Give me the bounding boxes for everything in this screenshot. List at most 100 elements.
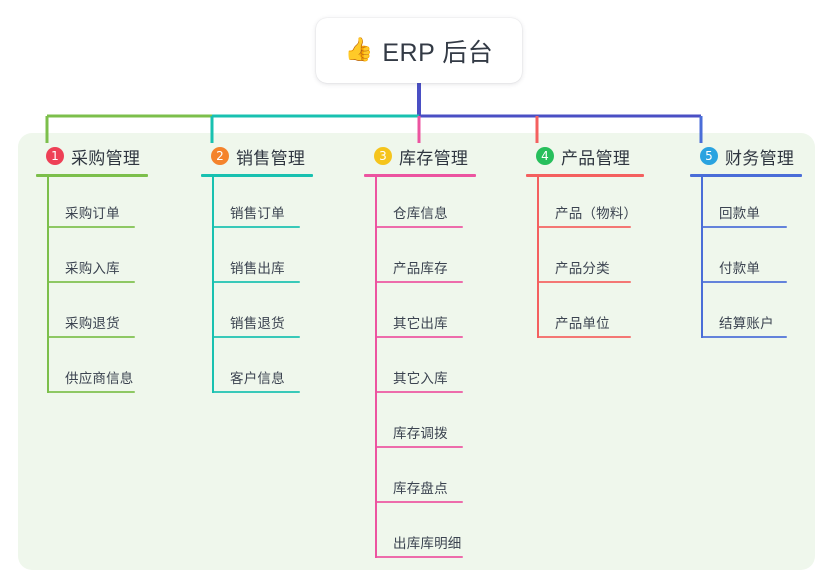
branch-child-item[interactable]: 供应商信息	[36, 342, 148, 397]
branch-underline	[201, 174, 313, 177]
branch-child-item[interactable]: 产品库存	[364, 232, 476, 287]
branch-child-label: 产品分类	[555, 261, 610, 276]
branch-child-label: 出库库明细	[393, 536, 462, 551]
branch-trunk-line	[375, 177, 377, 558]
branch-title: 采购管理	[71, 148, 141, 168]
branch-children: 销售订单销售出库销售退货客户信息	[201, 177, 313, 397]
branch-child-label: 产品（物料）	[555, 206, 638, 221]
branch-child-label: 销售订单	[230, 206, 285, 221]
branch-child-item[interactable]: 其它出库	[364, 287, 476, 342]
branch-trunk-line	[47, 177, 49, 393]
branch-child-underline	[47, 336, 135, 338]
branch-children: 产品（物料） 产品分类产品单位	[526, 177, 644, 342]
branch-child-label: 库存调拨	[393, 426, 448, 441]
branch-child-label: 付款单	[719, 261, 761, 276]
branch-child-underline	[701, 336, 787, 338]
branch-child-underline	[212, 336, 300, 338]
branch-child-item[interactable]: 回款单	[690, 177, 802, 232]
root-node-content: 👍 ERP 后台	[345, 33, 494, 69]
branch-child-label: 采购订单	[65, 206, 120, 221]
branch-child-underline	[701, 226, 787, 228]
branch-child-item[interactable]: 客户信息	[201, 342, 313, 397]
branch-child-underline	[375, 446, 463, 448]
branch-column: 5 财务管理回款单付款单结算账户	[690, 142, 802, 342]
branch-child-item[interactable]: 采购退货	[36, 287, 148, 342]
branch-number-badge: 5	[700, 147, 718, 165]
branch-child-underline	[212, 281, 300, 283]
branch-column: 2 销售管理销售订单销售出库销售退货客户信息	[201, 142, 313, 397]
branch-child-item[interactable]: 库存盘点	[364, 452, 476, 507]
branch-column: 1 采购管理采购订单采购入库采购退货供应商信息	[36, 142, 148, 397]
branch-child-label: 仓库信息	[393, 206, 448, 221]
branch-child-underline	[47, 391, 135, 393]
branch-title: 财务管理	[725, 148, 795, 168]
branch-child-underline	[212, 391, 300, 393]
branch-child-label: 采购退货	[65, 316, 120, 331]
branch-child-underline	[375, 226, 463, 228]
branch-number-badge: 2	[211, 147, 229, 165]
branch-child-label: 销售退货	[230, 316, 285, 331]
branch-child-item[interactable]: 库存调拨	[364, 397, 476, 452]
branch-child-label: 其它入库	[393, 371, 448, 386]
branch-child-label: 其它出库	[393, 316, 448, 331]
branch-child-underline	[375, 556, 463, 558]
branch-children: 仓库信息产品库存其它出库其它入库库存调拨库存盘点出库库明细	[364, 177, 476, 562]
branch-child-label: 回款单	[719, 206, 761, 221]
branch-trunk-line	[701, 177, 703, 338]
branch-header[interactable]: 1 采购管理	[36, 142, 148, 170]
branch-underline	[526, 174, 644, 177]
branch-child-item[interactable]: 采购订单	[36, 177, 148, 232]
branch-child-item[interactable]: 产品（物料）	[526, 177, 644, 232]
branch-child-item[interactable]: 销售退货	[201, 287, 313, 342]
branch-child-underline	[375, 391, 463, 393]
branch-column: 4 产品管理产品（物料） 产品分类产品单位	[526, 142, 644, 342]
branch-child-item[interactable]: 销售订单	[201, 177, 313, 232]
branch-number-badge: 3	[374, 147, 392, 165]
branch-child-label: 产品库存	[393, 261, 448, 276]
branch-underline	[690, 174, 802, 177]
branch-child-item[interactable]: 采购入库	[36, 232, 148, 287]
branch-child-underline	[375, 336, 463, 338]
branch-child-item[interactable]: 仓库信息	[364, 177, 476, 232]
branch-number-badge: 1	[46, 147, 64, 165]
branch-child-item[interactable]: 出库库明细	[364, 507, 476, 562]
branch-column: 3 库存管理仓库信息产品库存其它出库其它入库库存调拨库存盘点出库库明细	[364, 142, 476, 562]
branch-title: 产品管理	[561, 148, 631, 168]
root-node[interactable]: 👍 ERP 后台	[316, 18, 522, 83]
branch-child-underline	[537, 281, 631, 283]
branch-children: 回款单付款单结算账户	[690, 177, 802, 342]
branch-child-underline	[47, 226, 135, 228]
branch-child-underline	[537, 226, 631, 228]
branch-child-underline	[212, 226, 300, 228]
branch-trunk-line	[537, 177, 539, 338]
branch-underline	[36, 174, 148, 177]
thumbs-up-icon: 👍	[344, 37, 374, 63]
branch-number-badge: 4	[536, 147, 554, 165]
branches-panel	[18, 133, 815, 570]
branch-child-item[interactable]: 产品单位	[526, 287, 644, 342]
branch-header[interactable]: 3 库存管理	[364, 142, 476, 170]
branch-header[interactable]: 5 财务管理	[690, 142, 802, 170]
branch-child-item[interactable]: 其它入库	[364, 342, 476, 397]
branch-header[interactable]: 4 产品管理	[526, 142, 644, 170]
branch-title: 库存管理	[399, 148, 469, 168]
branch-child-label: 销售出库	[230, 261, 285, 276]
branch-title: 销售管理	[236, 148, 306, 168]
branch-children: 采购订单采购入库采购退货供应商信息	[36, 177, 148, 397]
branch-child-underline	[375, 281, 463, 283]
branch-header[interactable]: 2 销售管理	[201, 142, 313, 170]
branch-child-item[interactable]: 销售出库	[201, 232, 313, 287]
branch-child-underline	[537, 336, 631, 338]
branch-child-item[interactable]: 付款单	[690, 232, 802, 287]
branch-child-label: 采购入库	[65, 261, 120, 276]
branch-child-underline	[375, 501, 463, 503]
branch-child-label: 结算账户	[719, 316, 774, 331]
branch-child-label: 供应商信息	[65, 371, 134, 386]
branch-child-label: 客户信息	[230, 371, 285, 386]
root-node-label: ERP 后台	[382, 38, 494, 67]
branch-child-underline	[701, 281, 787, 283]
branch-child-label: 产品单位	[555, 316, 610, 331]
branch-child-item[interactable]: 产品分类	[526, 232, 644, 287]
branch-child-item[interactable]: 结算账户	[690, 287, 802, 342]
